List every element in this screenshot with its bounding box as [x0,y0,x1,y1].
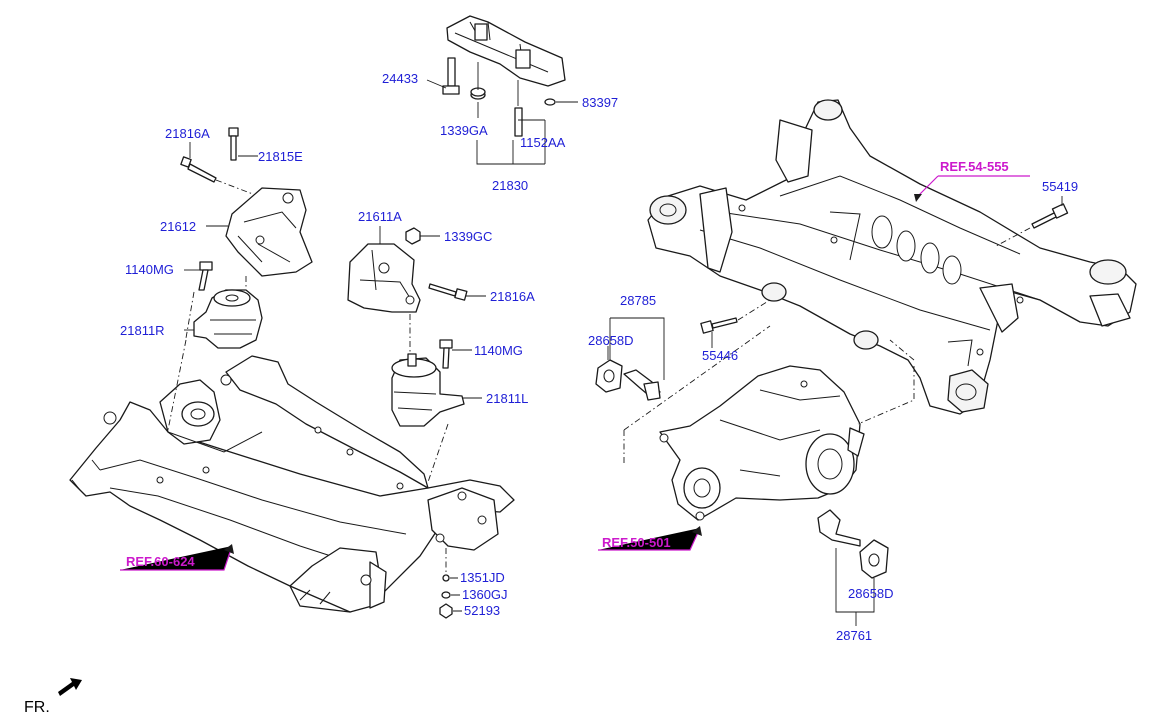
label-1140mg-mid: 1140MG [474,343,523,358]
washer-1360gj [441,591,451,599]
bolt-21815e [228,127,239,161]
label-1339ga: 1339GA [440,123,488,138]
bolt-55446 [700,317,738,334]
label-1360gj: 1360GJ [462,587,508,602]
rear-subframe [647,99,1137,415]
ref-front-leader [120,545,233,571]
mount-21811l [391,353,465,427]
stud-1152aa [514,107,523,137]
hanger-28785 [623,369,661,401]
bolt-1140mg-mid [439,339,453,369]
transmission-mount-bracket [446,15,566,87]
nut-52193 [439,603,453,619]
bracket-21612 [225,187,313,277]
insulator-28658d-top [595,359,623,393]
bolt-21816a-mid [428,283,468,301]
label-1152aa: 1152AA [520,135,566,150]
bracket-21611a [347,243,421,313]
label-83397: 83397 [582,95,618,110]
label-24433: 24433 [382,71,418,86]
label-21816a-top: 21816A [165,126,210,141]
label-55446: 55446 [702,348,738,363]
ref-diff-leader [598,527,701,551]
label-21611a: 21611A [358,209,402,224]
label-28658d-bottom: 28658D [848,586,894,601]
clip-1351jd [442,574,450,582]
label-55419: 55419 [1042,179,1078,194]
hanger-28761 [817,509,861,547]
label-21816a-mid: 21816A [490,289,535,304]
ref-54-555[interactable]: REF.54-555 [940,159,1009,174]
nut-1339gc [405,227,421,245]
label-28658d-top: 28658D [588,333,634,348]
label-28785: 28785 [620,293,656,308]
label-1140mg-left: 1140MG [125,262,174,277]
label-21815e: 21815E [258,149,303,164]
label-1339gc: 1339GC [444,229,492,244]
bolt-55419 [1031,203,1069,229]
label-1351jd: 1351JD [460,570,505,585]
ref-50-501[interactable]: REF.50-501 [602,535,671,550]
front-direction-label: FR. [24,699,50,716]
arrow-icon [58,678,82,696]
bolt-1140mg-left [198,261,213,291]
rear-differential [659,365,865,521]
label-21811l: 21811L [486,391,528,406]
mount-21811r [193,289,263,349]
insulator-28658d-bottom [859,539,889,579]
bolt-24433 [442,57,460,95]
front-subframe [69,355,515,613]
label-21612: 21612 [160,219,196,234]
label-21830: 21830 [492,178,528,193]
bolt-21816a-top [180,156,217,183]
ref-60-624[interactable]: REF.60-624 [126,554,195,569]
label-52193: 52193 [464,603,500,618]
label-21811r: 21811R [120,323,165,338]
o-ring-83397 [544,98,556,106]
label-28761: 28761 [836,628,872,643]
